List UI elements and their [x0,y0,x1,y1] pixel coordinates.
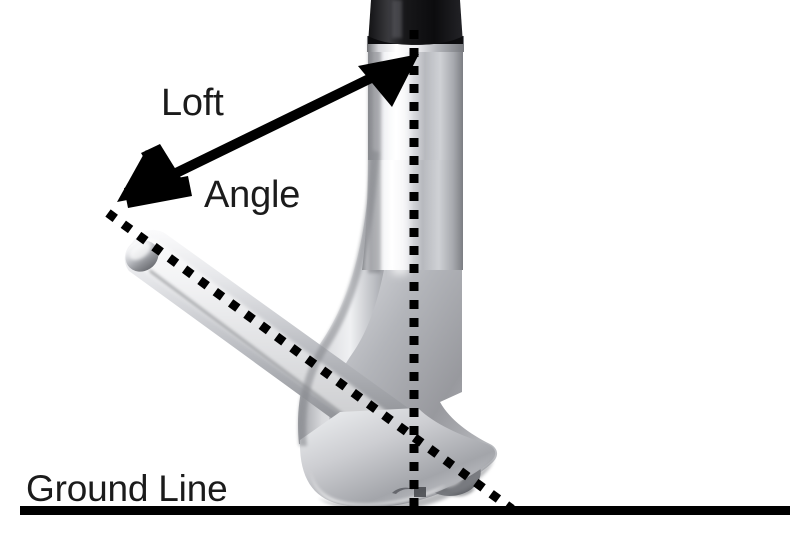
loft-label: Loft [161,82,224,124]
club-face-dotted-line [105,209,515,513]
golf-wedge-illustration [124,0,498,512]
wedge-sole [299,408,496,508]
angle-label: Angle [204,174,301,216]
club-grip [368,0,463,44]
ground-line-rule [20,506,790,515]
sole-stamp-mark [392,487,414,494]
loft-angle-double-arrow [117,54,419,208]
ground-line-label: Ground Line [26,468,228,509]
arrowhead-upper-right [358,54,419,107]
